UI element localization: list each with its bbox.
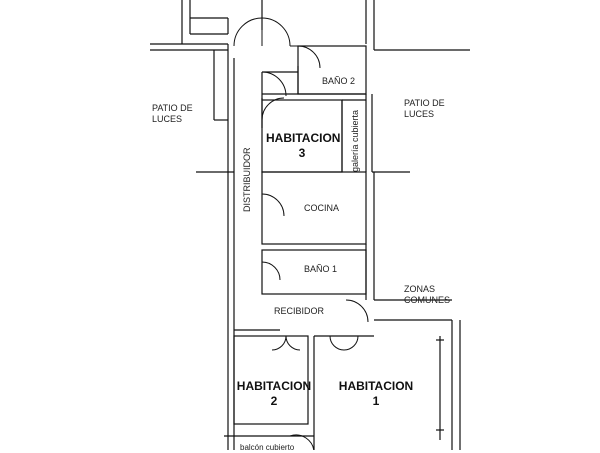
galeria-walls [196, 94, 410, 173]
zonas-comunes-label: ZONAS COMUNES [404, 284, 450, 306]
cocina-walls [261, 171, 367, 245]
zonas-line2: COMUNES [404, 295, 451, 305]
hab1-number: 1 [372, 394, 380, 408]
zonas-line1: ZONAS [404, 284, 436, 294]
entry-door-top [233, 17, 298, 47]
bano1-label: BAÑO 1 [304, 264, 338, 274]
hab1-walls [313, 335, 444, 450]
hab2-label: HABITACION 2 [236, 379, 312, 409]
hab1-label: HABITACION 1 [336, 379, 416, 409]
patio-right-label: PATIO DE LUCES [404, 98, 445, 120]
recibidor-walls [234, 172, 461, 450]
patio-left-line1: PATIO DE [152, 103, 193, 113]
bano2-walls [261, 45, 367, 100]
hab2-number: 2 [270, 394, 278, 408]
patio-left-line2: LUCES [152, 114, 183, 124]
hab3-name: HABITACION [266, 131, 341, 145]
hab2-walls [233, 335, 309, 425]
hab2-name: HABITACION [236, 379, 312, 393]
hab3-label: HABITACION 3 [266, 131, 341, 161]
patio-left-label: PATIO DE LUCES [152, 103, 193, 125]
bano2-label: BAÑO 2 [322, 76, 356, 86]
hab1-name: HABITACION [338, 379, 414, 393]
balcon-label: balcón cubierto [240, 443, 295, 452]
top-walls [150, 0, 470, 51]
patio-right-line1: PATIO DE [404, 98, 445, 108]
distribuidor-label: DISTRIBUIDOR [242, 147, 252, 212]
hab3-number: 3 [298, 146, 306, 160]
recibidor-label: RECIBIDOR [274, 306, 325, 316]
patio-right-line2: LUCES [404, 109, 435, 119]
corridor-walls [213, 44, 235, 450]
balcon-walls [224, 434, 315, 450]
galeria-label: galería cubierta [350, 109, 360, 172]
cocina-label: COCINA [304, 203, 340, 213]
